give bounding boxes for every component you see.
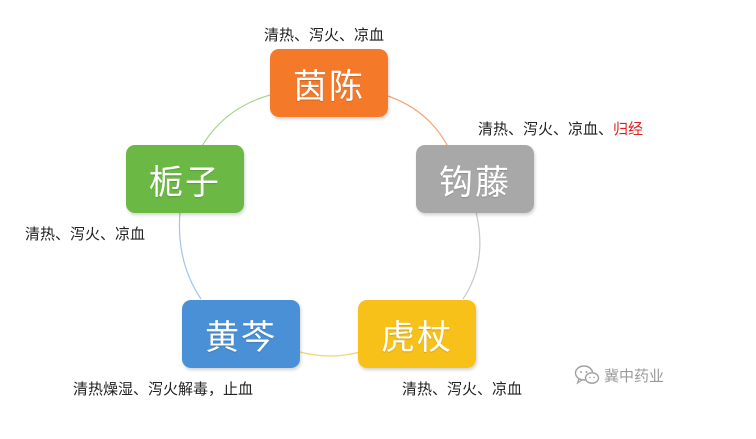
ring-arc-5 <box>201 93 275 147</box>
ring-arc-2 <box>462 211 481 300</box>
node-label: 虎杖 <box>381 317 453 358</box>
watermark: 冀中药业 <box>574 364 664 386</box>
node-label: 栀子 <box>149 162 221 203</box>
node-huzhang: 虎杖 <box>358 300 476 368</box>
watermark-text: 冀中药业 <box>604 366 665 385</box>
node-label: 钩藤 <box>439 162 511 203</box>
ring-arc-3 <box>299 351 361 357</box>
annotation-huangqin: 清热燥湿、泻火解毒，止血 <box>73 380 254 398</box>
node-yinchen: 茵陈 <box>270 49 388 117</box>
annotation-huzhang: 清热、泻火、凉血 <box>402 380 523 398</box>
node-zhizi: 栀子 <box>126 145 244 213</box>
node-label: 茵陈 <box>293 66 365 107</box>
node-label: 黄芩 <box>205 317 277 358</box>
annotation-gouteng: 清热、泻火、凉血、归经 <box>478 120 644 138</box>
node-huangqin: 黄芩 <box>182 300 300 368</box>
annotation-highlight: 归经 <box>613 120 644 138</box>
ring-arc-4 <box>178 211 202 300</box>
wechat-icon <box>574 365 600 385</box>
annotation-zhizi: 清热、泻火、凉血 <box>25 225 146 243</box>
node-gouteng: 钩藤 <box>416 145 534 213</box>
annotation-yinchen: 清热、泻火、凉血 <box>264 26 385 44</box>
